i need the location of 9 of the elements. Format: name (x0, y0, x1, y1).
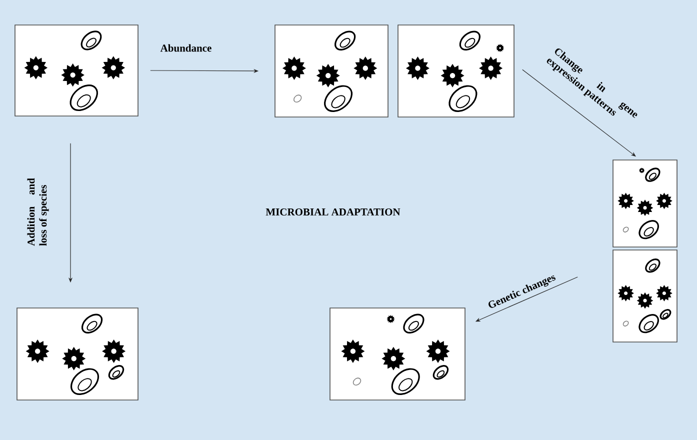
diagram-title: MICROBIAL ADAPTATION (266, 208, 400, 216)
microbe-community-drawing (274, 24, 388, 118)
microbe-community-drawing (14, 24, 138, 116)
microbe-community-drawing (612, 160, 678, 248)
microbe-community-drawing (330, 308, 466, 400)
microbe-community-drawing (398, 24, 514, 118)
microbe-community-drawing (612, 250, 678, 342)
edge-label: Addition and loss of species (26, 177, 50, 247)
microbe-community-drawing (16, 308, 138, 400)
